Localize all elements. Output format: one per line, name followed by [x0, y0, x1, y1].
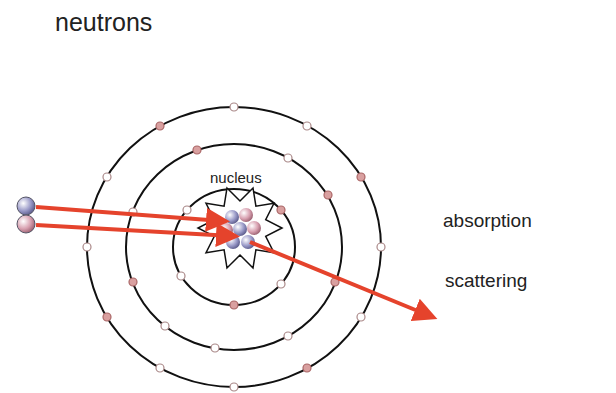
neutron-paths [36, 207, 430, 316]
electron-orbits [87, 107, 381, 387]
process-label: absorption [443, 210, 532, 232]
part-label: nucleus [208, 170, 264, 186]
electrons [83, 103, 385, 391]
impact-starburst [198, 188, 282, 268]
neutrons [17, 197, 35, 233]
diagram-title: neutrons [55, 8, 152, 37]
process-label: scattering [445, 270, 527, 292]
